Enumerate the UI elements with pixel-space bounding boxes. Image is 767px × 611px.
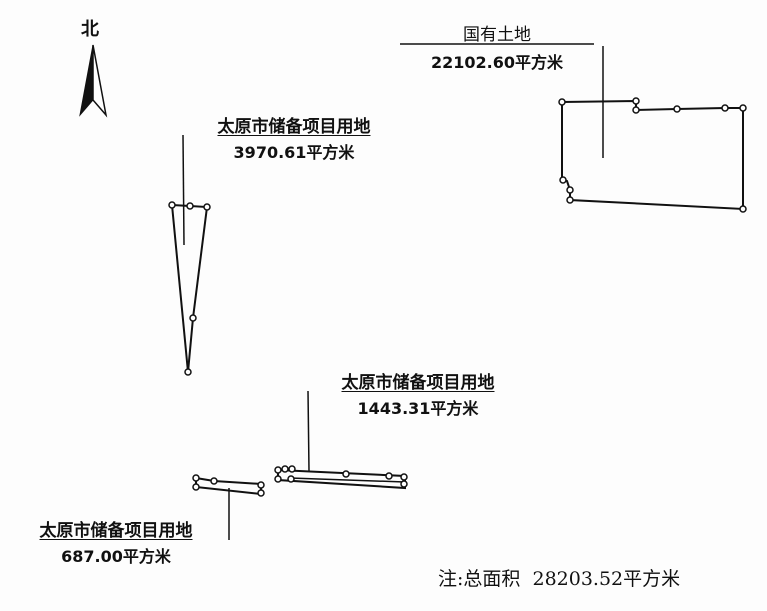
parcel-reserve-1 — [168, 134, 211, 376]
parcel-area: 3970.61平方米 — [233, 143, 355, 162]
north-label: 北 — [81, 19, 99, 40]
parcel-area: 1443.31平方米 — [357, 399, 479, 418]
parcel-area: 22102.60平方米 — [430, 53, 563, 72]
parcel-label-reserve-2: 太原市储备项目用地 1443.31平方米 — [318, 368, 518, 419]
parcel-name: 太原市储备项目用地 — [39, 521, 193, 541]
parcel-reserve-2 — [274, 390, 408, 490]
parcel-label-reserve-1: 太原市储备项目用地 3970.61平方米 — [194, 112, 394, 163]
parcel-reserve-3 — [192, 474, 265, 540]
parcel-state-owned — [400, 43, 747, 213]
total-area-note: 注:总面积 28203.52平方米 — [438, 568, 681, 590]
parcel-name: 太原市储备项目用地 — [341, 373, 495, 393]
parcel-name: 太原市储备项目用地 — [217, 117, 371, 137]
parcel-name: 国有土地 — [463, 25, 531, 45]
parcel-area: 687.00平方米 — [61, 547, 171, 566]
parcel-label-state-owned: 国有土地 22102.60平方米 — [400, 20, 594, 73]
north-arrow-icon — [79, 44, 108, 118]
parcel-label-reserve-3: 太原市储备项目用地 687.00平方米 — [16, 516, 216, 567]
